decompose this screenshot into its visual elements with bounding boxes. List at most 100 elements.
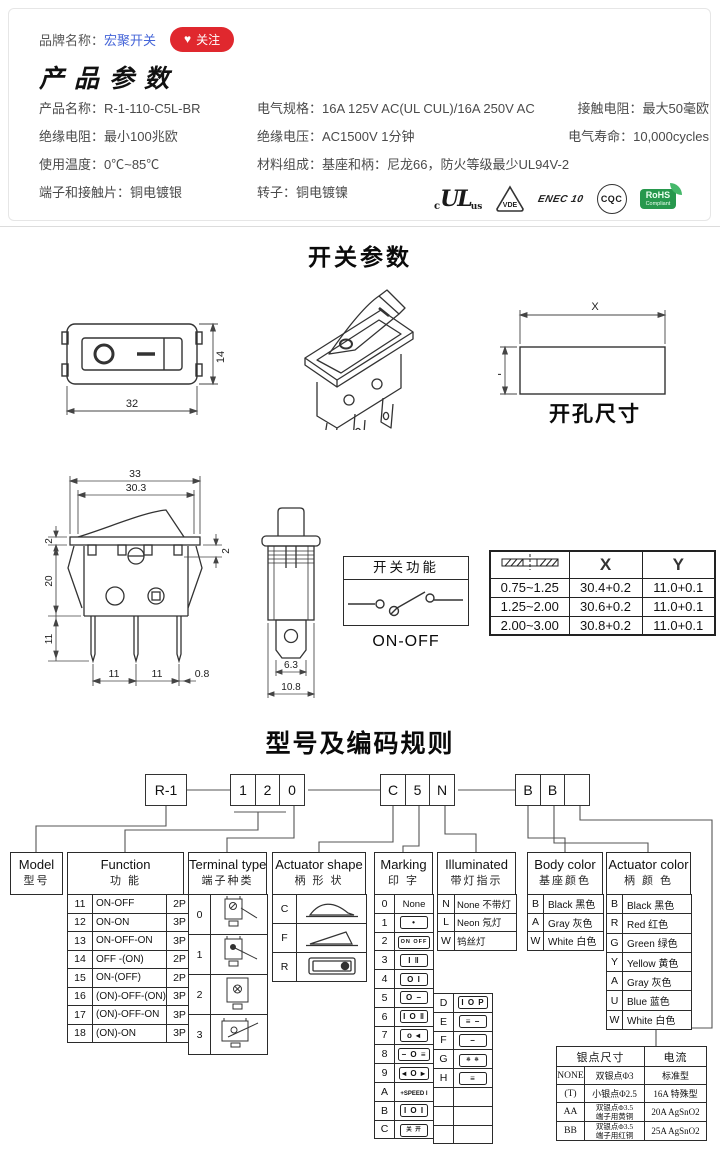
- table-cell: I O P: [453, 993, 493, 1013]
- table-cell: [296, 894, 367, 924]
- table-cell: 11: [67, 894, 93, 914]
- param-row: 绝缘电阻：最小100兆欧: [39, 129, 178, 144]
- table-cell: W: [437, 931, 455, 951]
- code-cell: 1: [230, 774, 256, 806]
- table-row: G※ ※: [433, 1049, 493, 1070]
- svg-text:0.8: 0.8: [195, 668, 210, 680]
- table-cell: F: [433, 1030, 454, 1051]
- code-cell: B: [515, 774, 541, 806]
- marking-symbol: ≡: [459, 1071, 487, 1085]
- marking-symbol: I O I: [400, 1104, 428, 1118]
- perspective-drawing: [304, 289, 414, 430]
- table-cell: 25A AgSnO2: [644, 1121, 707, 1141]
- param-row: 转子：铜电镀镍: [257, 185, 349, 200]
- table-cell: 16: [67, 986, 93, 1006]
- table-cell: ≡ −: [453, 1011, 493, 1032]
- table-row: R: [272, 952, 367, 982]
- table-cell: E: [433, 1011, 454, 1032]
- follow-button[interactable]: ♥ 关注: [170, 26, 235, 52]
- table-cell: 3P: [165, 1023, 193, 1043]
- code-cell: R-1: [145, 774, 187, 806]
- table-cell: White 白色: [622, 1009, 692, 1031]
- brand-name-link[interactable]: 宏聚开关: [104, 32, 157, 48]
- hatch-header-cell: [489, 550, 570, 579]
- table-row: 3: [188, 1014, 268, 1055]
- table-cell: 17: [67, 1005, 93, 1025]
- table-cell: o ◂: [394, 1025, 434, 1046]
- table-cell: NONE: [556, 1066, 585, 1085]
- table-cell: A: [374, 1081, 395, 1102]
- cutout-drawing: X Y: [498, 301, 667, 396]
- table-cell: [453, 1105, 493, 1126]
- table-cell: B: [606, 893, 623, 915]
- table-cell: A: [527, 912, 544, 932]
- table-cell: O −: [394, 987, 434, 1008]
- table-cell: 30.6+0.2: [568, 596, 643, 617]
- table-cell: A: [606, 971, 623, 992]
- table-row: E≡ −: [433, 1011, 493, 1032]
- end-view-drawing: 6.3 10.8: [261, 507, 321, 698]
- svg-text:6.3: 6.3: [284, 660, 298, 671]
- table-cell: 9: [374, 1063, 395, 1083]
- svg-text:11: 11: [109, 668, 120, 680]
- table-cell: R: [606, 913, 623, 934]
- terminal-diagram-icon: [226, 977, 249, 1010]
- table-cell: Yellow 黄色: [622, 951, 692, 973]
- table-cell: 关 开: [394, 1119, 434, 1140]
- table-cell: Red 红色: [622, 913, 692, 934]
- table-cell: 14: [67, 949, 93, 969]
- product-card: 品牌名称： 宏聚开关 ♥ 关注 产品参数 产品名称：R-1-110-C5L-BR…: [8, 8, 711, 221]
- table-cell: None: [394, 894, 434, 914]
- table-cell: ON-OFF-ON: [92, 931, 167, 951]
- switch-function-title: 开关功能: [344, 557, 468, 580]
- table-row: 银点尺寸电流: [556, 1046, 707, 1067]
- table-cell: [453, 1124, 493, 1145]
- table-cell: 5: [374, 987, 395, 1008]
- follow-button-label: 关注: [196, 32, 221, 47]
- table-row: F: [272, 923, 367, 953]
- divider: [0, 226, 720, 227]
- table-cell: − O ≡: [394, 1044, 434, 1065]
- svg-text:VDE: VDE: [503, 202, 518, 209]
- svg-text:14: 14: [215, 351, 227, 363]
- table-cell: 16A 特殊型: [644, 1084, 707, 1103]
- svg-text:X: X: [591, 301, 599, 313]
- side-view-drawing: 33 30.3 2 20 11 2 11 11 0.8: [44, 468, 232, 686]
- table-cell: [210, 974, 268, 1015]
- code-cell: 5: [404, 774, 431, 806]
- table-cell: G: [433, 1049, 454, 1070]
- coding-rules-title: 型号及编码规则: [265, 730, 455, 758]
- table-cell: [433, 1105, 454, 1126]
- switch-function-box: 开关功能: [343, 556, 469, 626]
- table-row: A+SPEED I: [374, 1081, 434, 1102]
- table-cell: Green 绿色: [622, 932, 692, 953]
- table-cell: 1: [188, 934, 211, 975]
- table-cell: 钨丝灯: [454, 931, 517, 951]
- table-row: 2: [188, 974, 268, 1015]
- table-cell: 18: [67, 1023, 93, 1043]
- table-cell: 电流: [644, 1046, 707, 1067]
- code-cell: N: [429, 774, 455, 806]
- table-cell: 0.75~1.25: [489, 577, 570, 598]
- marking-symbol: •: [400, 916, 428, 930]
- table-cell: Gray 灰色: [543, 912, 604, 932]
- code-group-series: R-1: [145, 774, 187, 806]
